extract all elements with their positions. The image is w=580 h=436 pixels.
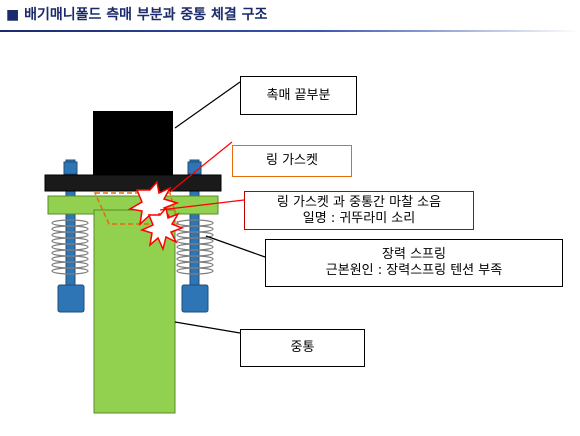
noise-burst-icon — [139, 206, 185, 252]
tension-spring-label: 장력 스프링 근본원인 : 장력스프링 텐션 부족 — [265, 239, 563, 287]
left-bolt-top — [63, 161, 78, 175]
center-pipe-text: 중통 — [290, 340, 315, 355]
catalyst-end-label: 촉매 끝부분 — [240, 76, 357, 115]
leader-line-spring — [205, 235, 266, 258]
leader-line-catalyst — [174, 81, 241, 129]
title-bar: ■ 배기매니폴드 측매 부분과 중통 체결 구조 — [0, 0, 580, 34]
friction-noise-line2: 일명 : 귀뚜라미 소리 — [302, 210, 416, 226]
right-bolt-nut — [181, 284, 209, 313]
left-tension-spring — [51, 219, 89, 275]
title-underline — [0, 30, 580, 32]
ring-gasket-label: 링 가스켓 — [232, 145, 352, 177]
ring-gasket-text: 링 가스켓 — [266, 153, 318, 168]
catalyst-flange — [44, 174, 222, 192]
catalyst-end-block — [93, 111, 173, 176]
page-title: ■ 배기매니폴드 측매 부분과 중통 체결 구조 — [6, 7, 268, 23]
left-bolt-nut — [57, 284, 85, 313]
tension-spring-line1: 장력 스프링 — [382, 247, 446, 262]
leader-line-noise — [159, 199, 245, 211]
leader-line-pipe — [174, 321, 241, 334]
right-tension-spring — [176, 219, 214, 275]
friction-noise-label: 링 가스켓 과 중통간 마찰 소음 일명 : 귀뚜라미 소리 — [244, 191, 474, 230]
catalyst-end-text: 촉매 끝부분 — [266, 87, 331, 103]
right-bolt-top — [187, 161, 202, 175]
leader-line-gasket — [169, 141, 233, 193]
friction-noise-line1: 링 가스켓 과 중통간 마찰 소음 — [276, 194, 442, 210]
center-pipe-label: 중통 — [240, 329, 365, 367]
tension-spring-line2: 근본원인 : 장력스프링 텐션 부족 — [325, 263, 503, 278]
